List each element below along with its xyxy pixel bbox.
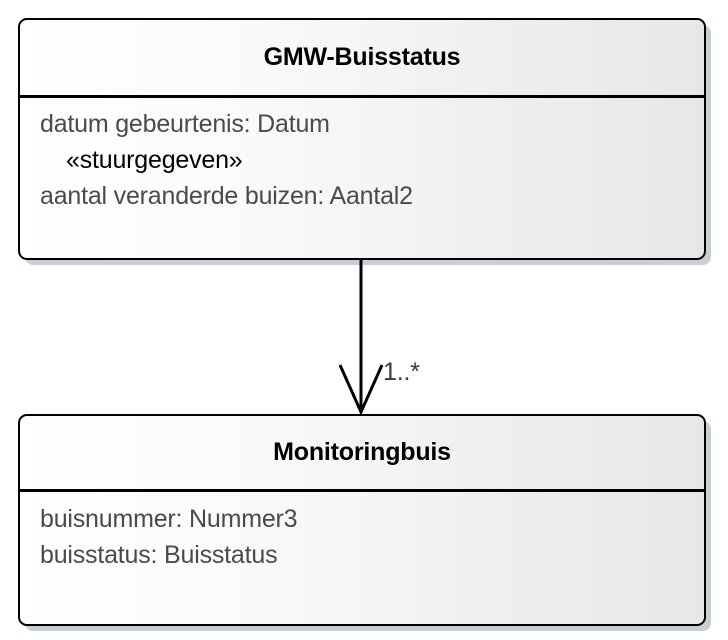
class-name-monitoringbuis: Monitoringbuis <box>20 416 704 492</box>
class-name-gmw-buisstatus: GMW-Buisstatus <box>20 20 704 98</box>
class-attribute: buisstatus: Buisstatus <box>40 541 278 569</box>
class-attribute: buisnummer: Nummer3 <box>40 505 298 533</box>
class-box-monitoringbuis[interactable]: Monitoringbuis buisnummer: Nummer3 buiss… <box>18 414 706 626</box>
association-multiplicity-label: 1..* <box>383 358 420 386</box>
class-box-gmw-buisstatus[interactable]: GMW-Buisstatus datum gebeurtenis: Datum … <box>18 18 706 260</box>
class-attribute: aantal veranderde buizen: Aantal2 <box>40 182 413 210</box>
class-attributes-monitoringbuis: buisnummer: Nummer3 buisstatus: Buisstat… <box>20 492 704 573</box>
open-arrowhead-icon <box>338 364 384 416</box>
class-attribute: datum gebeurtenis: Datum <box>40 110 330 138</box>
class-stereotype: «stuurgegeven» <box>66 146 243 174</box>
class-attributes-gmw-buisstatus: datum gebeurtenis: Datum «stuurgegeven» … <box>20 98 704 214</box>
